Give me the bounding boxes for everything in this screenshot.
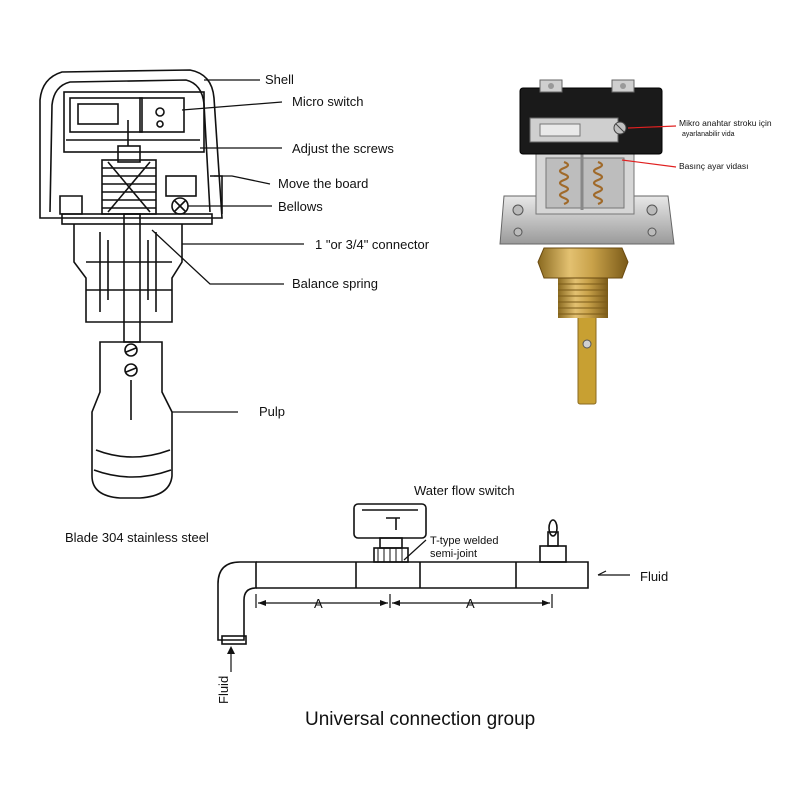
label-dimension-a-left: A — [314, 596, 323, 611]
label-micro-switch: Micro switch — [292, 94, 364, 109]
inner-frame — [63, 91, 205, 153]
base-plate — [61, 213, 213, 225]
bellows-stack — [101, 159, 157, 215]
paddle-blade — [91, 341, 173, 499]
product-photo — [499, 79, 677, 405]
label-bellows: Bellows — [278, 199, 323, 214]
label-pressure-screw: Basınç ayar vidası — [679, 161, 749, 171]
label-t-joint-line1: T-type welded — [430, 535, 499, 547]
label-adjust-screws: Adjust the screws — [292, 141, 394, 156]
micro-switch-body — [139, 97, 185, 133]
label-dimension-a-right: A — [466, 596, 475, 611]
label-blade: Blade 304 stainless steel — [65, 530, 209, 545]
t-joint — [373, 547, 409, 563]
label-t-joint-line2: semi-joint — [430, 548, 478, 560]
label-micro-stroke-line2: ayarlanabilir vida — [682, 131, 735, 138]
shell-outline — [39, 69, 223, 219]
label-move-board: Move the board — [278, 176, 369, 191]
label-balance-spring: Balance spring — [292, 276, 378, 291]
main-pipe — [256, 561, 589, 589]
label-fluid-out: Fluid — [640, 569, 669, 584]
label-water-flow-switch: Water flow switch — [414, 483, 515, 498]
connector-body — [73, 224, 183, 323]
diagram-title: Universal connection group — [305, 709, 536, 730]
pipe-elbow — [217, 561, 257, 641]
piping-drawing — [217, 503, 630, 672]
label-fluid-in: Fluid — [216, 675, 231, 704]
switch-housing — [353, 503, 427, 539]
label-shell: Shell — [265, 72, 294, 87]
label-connector: 1 "or 3/4" connector — [315, 237, 430, 252]
label-pulp: Pulp — [259, 404, 286, 419]
label-micro-stroke-line1: Mikro anahtar stroku için — [679, 118, 772, 128]
